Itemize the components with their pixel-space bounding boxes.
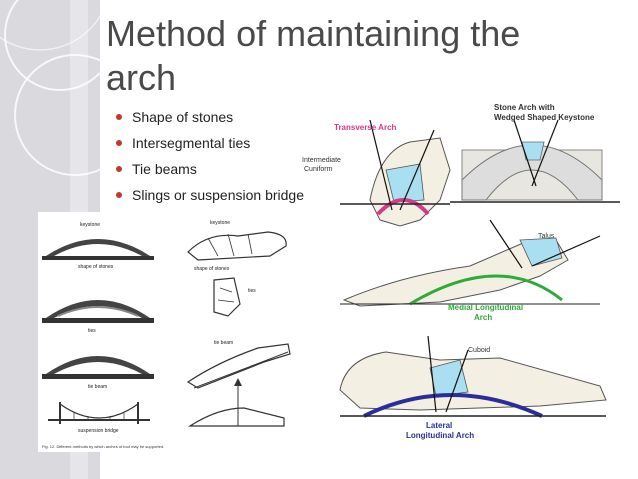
bullet-text: Shape of stones (132, 109, 234, 125)
ties-label: ties (88, 328, 96, 334)
slide-title: Method of maintaining the arch (106, 13, 521, 98)
foot-suspension-drawing (187, 378, 285, 427)
bullet-list: Shape of stones Intersegmental ties Tie … (114, 104, 310, 208)
talus-label: Talus (538, 233, 555, 240)
bullet-item: Intersegmental ties (114, 130, 310, 156)
bullet-item: Slings or suspension bridge (114, 182, 310, 208)
arch-methods-figure: keystone shape of stones keystone shape … (38, 212, 306, 452)
foot-tie-beam-drawing (186, 343, 291, 389)
tied-arch-drawing (42, 300, 154, 323)
tie-beam-arch-drawing (42, 356, 154, 379)
tie-beam-right-label: tie beam (214, 340, 233, 346)
suspension-label: suspension bridge (78, 428, 119, 434)
shape-of-stones-label: shape of stones (78, 264, 114, 270)
cuboid-label: Cuboid (468, 347, 490, 354)
lateral-arch-drawing (339, 335, 607, 418)
stone-arch-keystone-drawing (450, 119, 620, 203)
bullet-dot-icon (116, 140, 122, 146)
stone-arch-drawing (42, 239, 154, 260)
decorative-circles (0, 0, 100, 176)
transverse-arch-label: Transverse Arch (334, 123, 397, 132)
bullet-text: Intersegmental ties (132, 135, 251, 151)
figure-caption: Fig. 12. Different methods by which arch… (42, 444, 164, 449)
bullet-item: Shape of stones (114, 104, 310, 130)
bullet-dot-icon (116, 166, 122, 172)
medial-arch-drawing (340, 219, 601, 307)
transverse-arch-drawing (340, 119, 451, 227)
bullet-dot-icon (116, 114, 122, 120)
keystone-label: keystone (80, 222, 100, 228)
ties-right-label: ties (248, 288, 256, 294)
tie-beam-label: tie beam (88, 384, 107, 390)
arch-methods-drawing: keystone shape of stones keystone shape … (42, 220, 291, 449)
keystone-right-label: keystone (210, 220, 230, 226)
shape-of-stones-right-label: shape of stones (194, 266, 230, 272)
foot-keystone-drawing (187, 231, 287, 261)
bullet-text: Tie beams (132, 161, 197, 177)
foot-ties-drawing (213, 277, 241, 317)
bullet-text: Slings or suspension bridge (132, 187, 304, 203)
suspension-bridge-drawing (48, 402, 150, 424)
bullet-item: Tie beams (114, 156, 310, 182)
bullet-dot-icon (116, 192, 122, 198)
